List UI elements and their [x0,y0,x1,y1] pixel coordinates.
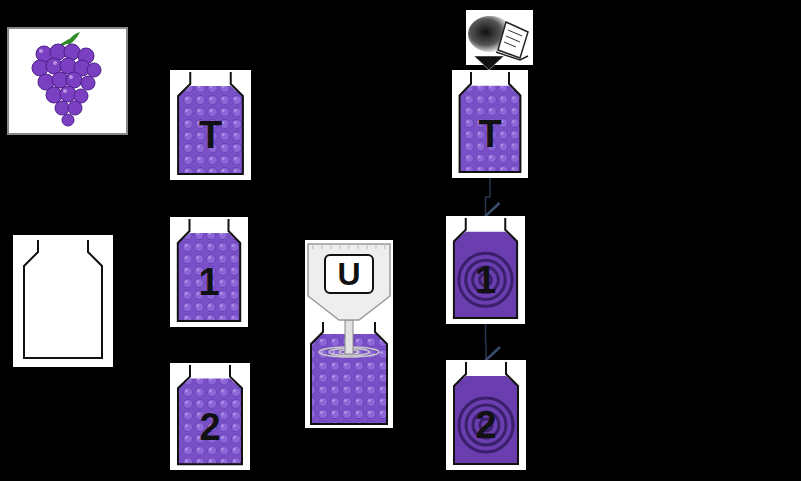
ink-laptop-icon [466,10,533,70]
grapes-icon [8,28,127,134]
grape-bottle: 2 [170,363,250,470]
bottle-label: 2 [475,406,496,444]
grape-bottle: T [452,70,528,178]
mixer-bottle: U [305,240,393,428]
bottle-label: T [478,115,501,153]
empty-bottle [13,235,113,367]
bottle-label: 1 [475,261,496,299]
bottle-label: U [324,254,374,294]
grape-bottle: T [170,70,251,180]
grape-bottle: 1 [446,216,525,324]
grape-bottle: 2 [446,360,526,470]
grape-bottle: 1 [170,217,248,327]
bottle-label: T [199,116,222,154]
flow-chevron [486,178,491,216]
bottle-label: 2 [199,408,220,446]
flow-chevron [485,324,487,360]
bottle-label: 1 [198,263,219,301]
